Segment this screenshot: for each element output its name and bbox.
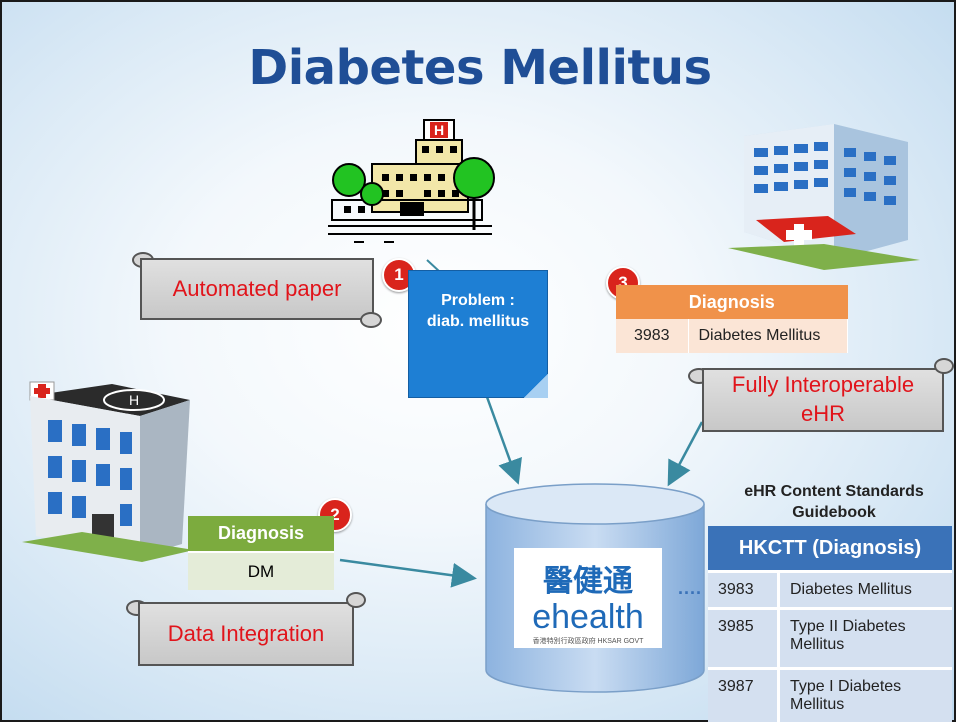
hkctt-term: Type I Diabetes Mellitus [780, 667, 952, 722]
hkctt-code: 3987 [708, 667, 780, 722]
hospital2-diagnosis-table: Diagnosis DM [188, 516, 334, 590]
hkctt-table-header: HKCTT (Diagnosis) [708, 526, 952, 570]
scroll-curl-bottom [934, 358, 954, 374]
automated-paper-text: Automated paper [172, 275, 342, 301]
hkctt-diagnosis-table: HKCTT (Diagnosis) 3983 Diabetes Mellitus… [708, 526, 952, 722]
note-folded-corner [524, 374, 548, 398]
helipad-hospital-icon: H [22, 381, 194, 562]
modern-hospital-icon [728, 124, 920, 270]
scroll-curl-bottom [346, 592, 366, 608]
hospital2-value: DM [188, 551, 334, 590]
hkctt-code: 3983 [708, 570, 780, 607]
hospital2-table-header: Diagnosis [188, 516, 334, 552]
hospital3-term: Diabetes Mellitus [688, 319, 848, 353]
table-row: 3983 Diabetes Mellitus [708, 570, 952, 607]
data-integration-text: Data Integration [167, 620, 325, 646]
guidebook-title: eHR Content Standards Guidebook [724, 482, 944, 524]
table-row: 3987 Type I Diabetes Mellitus [708, 667, 952, 722]
hospital-clipart-icon: H [328, 119, 495, 243]
guidebook-title-text: eHR Content Standards Guidebook [744, 483, 924, 521]
hospital3-table-header: Diagnosis [616, 285, 848, 319]
label-fully-interoperable: Fully Interoperable eHR [702, 368, 944, 432]
ehealth-logo: 醫健通 ehealth 香港特別行政區政府 HKSAR GOVT [514, 548, 662, 648]
ehealth-english-text: ehealth [532, 598, 644, 636]
problem-note-text: Problem : diab. mellitus [426, 292, 530, 330]
ehealth-chinese-text: 醫健通 [543, 564, 633, 599]
hospital3-diagnosis-table: Diagnosis 3983 Diabetes Mellitus [616, 285, 848, 353]
hkctt-term: Type II Diabetes Mellitus [780, 607, 952, 667]
slide-title: Diabetes Mellitus [248, 40, 712, 96]
hkctt-code: 3985 [708, 607, 780, 667]
fully-interoperable-text: Fully Interoperable eHR [731, 372, 915, 426]
hospital3-code: 3983 [616, 319, 689, 353]
label-data-integration: Data Integration [138, 602, 354, 666]
scroll-curl-bottom [360, 312, 382, 328]
connector-dots: .... [678, 578, 703, 598]
svg-text:H: H [434, 122, 444, 138]
table-row: 3985 Type II Diabetes Mellitus [708, 607, 952, 667]
hkctt-term: Diabetes Mellitus [780, 570, 952, 607]
problem-note: Problem : diab. mellitus [408, 270, 548, 398]
ehealth-small-text: 香港特別行政區政府 HKSAR GOVT [532, 638, 644, 645]
label-automated-paper: Automated paper [140, 258, 374, 320]
svg-text:H: H [129, 392, 139, 408]
